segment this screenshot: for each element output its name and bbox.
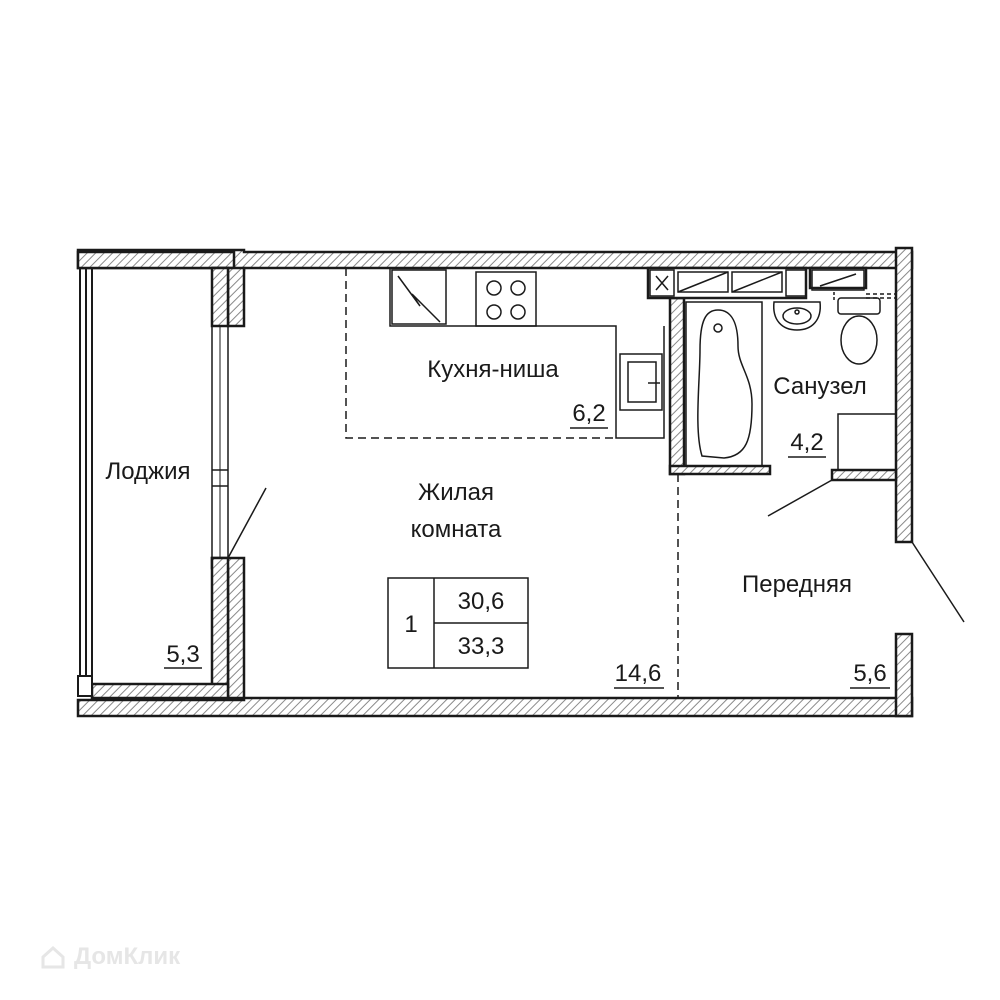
bathroom-area: 4,2 xyxy=(790,429,823,456)
loggia-name: Лоджия xyxy=(105,458,190,485)
wall-loggia-top xyxy=(76,250,236,270)
wall-bottom xyxy=(76,696,914,718)
wall-right-lower xyxy=(894,632,914,718)
bathroom-name: Санузел xyxy=(773,373,867,400)
rooms-count: 1 xyxy=(404,611,417,638)
living-area-total: 30,6 xyxy=(458,588,505,615)
loggia-glazing xyxy=(77,268,93,697)
shower-tray-icon xyxy=(837,413,897,471)
window-loggia xyxy=(211,326,229,558)
fridge-icon xyxy=(391,269,447,325)
toilet-icon xyxy=(833,292,896,365)
sink-icon xyxy=(619,353,663,411)
wall-bathroom-bottom-right xyxy=(830,468,898,482)
vent-boxes xyxy=(649,269,865,297)
bathtub-icon xyxy=(685,301,763,467)
wall-right-upper xyxy=(894,246,914,544)
stove-icon xyxy=(475,271,537,327)
loggia-area: 5,3 xyxy=(166,641,199,668)
door-swing-entrance xyxy=(911,541,965,623)
kitchen-counter xyxy=(389,268,665,439)
summary-table: 1 30,6 33,3 xyxy=(387,577,529,669)
walls xyxy=(76,246,914,718)
wall-bathroom-left xyxy=(668,296,686,476)
watermark: ДомКлик xyxy=(40,943,180,971)
kitchen-boundary xyxy=(345,268,616,439)
wall-loggia-bottom xyxy=(90,682,230,700)
house-icon xyxy=(41,945,65,969)
wall-bathroom-bottom-left xyxy=(668,464,772,476)
living-area: 14,6 xyxy=(615,660,662,687)
total-area: 33,3 xyxy=(458,633,505,660)
wall-loggia-parapet-upper xyxy=(210,266,230,328)
hall-area: 5,6 xyxy=(853,660,886,687)
wall-shaft-right xyxy=(808,266,868,290)
hall-name: Передняя xyxy=(742,571,852,598)
watermark-text: ДомКлик xyxy=(74,943,181,970)
door-swing-loggia xyxy=(227,487,267,559)
washbasin-icon xyxy=(773,301,821,331)
living-name-line1: Жилая xyxy=(418,479,494,506)
living-name-line2: комната xyxy=(411,516,502,543)
wall-loggia-parapet-lower xyxy=(210,556,230,688)
door-swing-bathroom xyxy=(767,479,833,517)
kitchen-area: 6,2 xyxy=(572,400,605,427)
kitchen-name: Кухня-ниша xyxy=(427,356,559,383)
